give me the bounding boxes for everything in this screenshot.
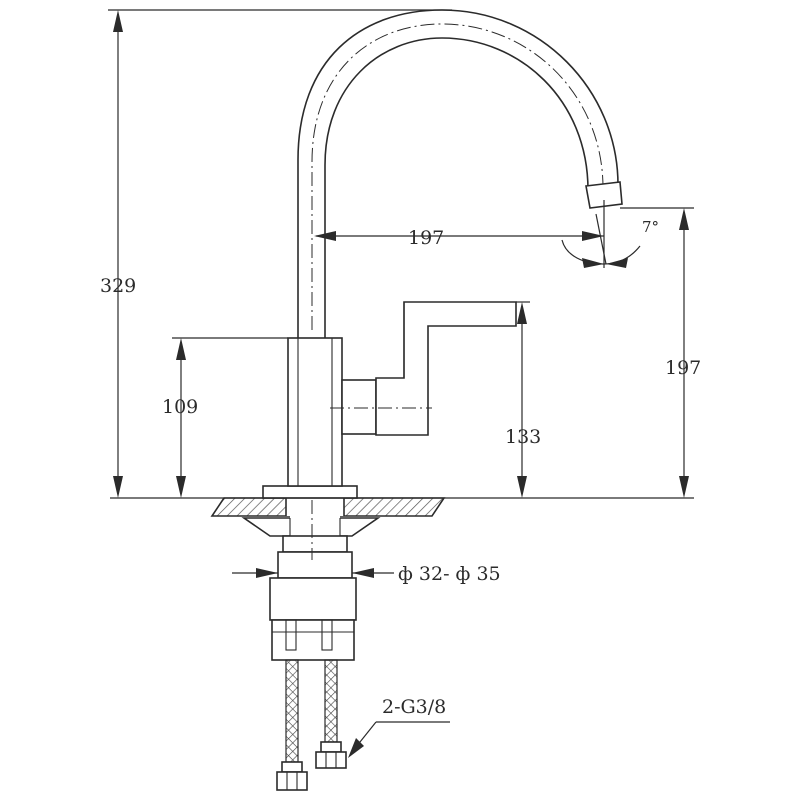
- handle-height-label: 133: [505, 426, 541, 448]
- dimension-lines: [108, 9, 694, 758]
- overall-height-label: 329: [100, 275, 136, 297]
- spout-angle-label: 7°: [642, 218, 659, 236]
- hose-thread-label: 2-G3/8: [382, 696, 446, 718]
- faucet-body: [262, 9, 623, 499]
- spout-reach-label: 197: [408, 227, 444, 249]
- spout-height-label: 197: [665, 357, 701, 379]
- mounting-assembly: [241, 500, 381, 661]
- countertop: [210, 497, 446, 517]
- braided-hoses: [276, 659, 347, 791]
- hole-diameter-label: ф 32- ф 35: [398, 563, 501, 585]
- body-height-label: 109: [162, 396, 198, 418]
- dimension-labels: 329 109 197 197 133 7° ф 32- ф 35 2-G3/8: [100, 218, 701, 718]
